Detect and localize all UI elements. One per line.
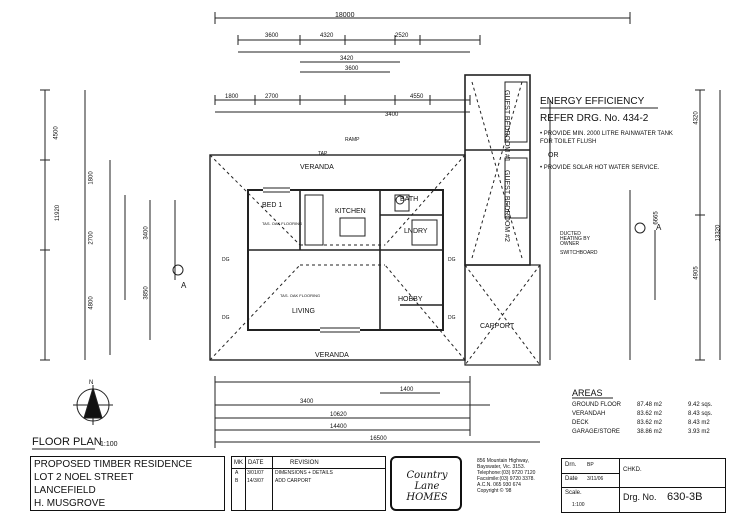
flooring-note: TAS. OAK FLOORING — [280, 293, 321, 298]
dim-left: 4500 — [53, 126, 60, 140]
room-label-living: LIVING — [292, 308, 315, 315]
dim-bottom: 16500 — [370, 436, 387, 442]
rev-mk: B — [235, 478, 239, 484]
section-mark-a-right: A — [656, 223, 662, 232]
area-m2: 83.62 m2 — [637, 420, 663, 426]
dim-top: 1800 — [225, 94, 239, 100]
area-sq: 9.42 sqs. — [688, 402, 713, 408]
room-label-bath: BATH — [400, 196, 419, 203]
rev-date: 3/01/07 — [247, 470, 264, 476]
scale-label: Scale. — [565, 490, 582, 496]
dim-top: 2520 — [395, 33, 409, 39]
project-line: LOT 2 NOEL STREET — [34, 472, 134, 483]
scale-value: 1:100 — [572, 502, 585, 508]
company-address: 856 Mountain Highway, Bayswater, Vic. 31… — [477, 458, 536, 494]
dim-bottom: 10620 — [330, 412, 347, 418]
energy-heading: ENERGY EFFICIENCY — [540, 96, 645, 107]
dim-top: 2700 — [265, 94, 279, 100]
dim-left: 11920 — [55, 204, 62, 222]
floor-plan-scale: 1:100 — [100, 441, 118, 448]
project-line: PROPOSED TIMBER RESIDENCE — [34, 459, 193, 470]
room-label-guest-bedroom-2: GUEST BEDROOM #2 — [503, 170, 510, 242]
ramp-label: RAMP — [345, 137, 360, 143]
energy-bullet-solar: • PROVIDE SOLAR HOT WATER SERVICE. — [540, 165, 660, 171]
area-name: VERANDAH — [572, 411, 606, 417]
area-m2: 83.62 m2 — [637, 411, 663, 417]
drn-value: BP — [587, 462, 594, 468]
area-name: GARAGE/STORE — [572, 429, 620, 435]
room-label-guest-bedroom-1: GUEST BEDROOM #1 — [503, 90, 510, 162]
dg-label: DG — [222, 315, 230, 321]
rev-text: ADD CARPORT — [275, 478, 312, 484]
rev-date: 14/3/07 — [247, 478, 264, 484]
room-label-laundry: LNDRY — [404, 228, 428, 235]
area-m2: 87.48 m2 — [637, 402, 663, 408]
flooring-note: TAS. OAK FLOORING — [262, 221, 303, 226]
dim-top-overall: 18000 — [335, 12, 355, 19]
dim-left: 2700 — [88, 231, 95, 245]
energy-refer: REFER DRG. No. 434-2 — [540, 113, 649, 124]
project-box: PROPOSED TIMBER RESIDENCE LOT 2 NOEL STR… — [30, 456, 225, 511]
drawing-number-label: Drg. No. — [623, 492, 657, 502]
tap-label: TAP — [318, 151, 328, 157]
dg-label: DG — [448, 257, 456, 263]
dim-left: 4800 — [88, 296, 95, 310]
dim-left: 3400 — [143, 226, 150, 240]
dg-label: DG — [222, 257, 230, 263]
room-label-carport: CARPORT — [480, 323, 515, 330]
dim-right: 4320 — [693, 111, 700, 125]
dim-left: 3850 — [143, 286, 150, 300]
project-line: H. MUSGROVE — [34, 498, 106, 509]
rev-header-date: DATE — [248, 460, 264, 466]
dim-top: 3600 — [345, 66, 359, 72]
area-sq: 3.93 m2 — [688, 429, 710, 435]
area-m2: 38.86 m2 — [637, 429, 663, 435]
area-sq: 8.43 sqs. — [688, 411, 713, 417]
room-label-hobby: HOBBY — [398, 296, 423, 303]
dim-left: 1800 — [88, 171, 95, 185]
dim-bottom: 1400 — [400, 387, 414, 393]
dim-bottom: 14400 — [330, 424, 347, 430]
project-line: LANCEFIELD — [34, 485, 96, 496]
floor-plan-title: FLOOR PLAN — [32, 436, 102, 448]
dim-top: 4550 — [410, 94, 424, 100]
dim-top: 3400 — [385, 112, 399, 118]
room-label-bed-1: BED 1 — [262, 202, 283, 209]
rev-text: DIMENSIONS + DETAILS — [275, 470, 333, 476]
dg-label: DG — [448, 315, 456, 321]
drn-label: Drn. — [565, 462, 577, 468]
ducted-heating-note: DUCTED HEATING BY OWNER — [560, 231, 590, 247]
logo-text: Country Lane HOMES — [406, 470, 448, 503]
area-sq: 8.43 m2 — [688, 420, 710, 426]
energy-bullet-rainwater: • PROVIDE MIN. 2000 LITRE RAINWATER TANK… — [540, 131, 673, 146]
section-mark-a-left: A — [181, 281, 187, 290]
area-name: GROUND FLOOR — [572, 402, 622, 408]
dim-top: 4320 — [320, 33, 334, 39]
areas-heading: AREAS — [572, 388, 603, 398]
rev-mk: A — [235, 470, 239, 476]
dim-right: 13320 — [715, 224, 722, 242]
rev-header-mk: MK — [234, 460, 243, 466]
dim-top: 3420 — [340, 56, 354, 62]
revision-table: MK DATE REVISION A 3/01/07 DIMENSIONS + … — [231, 456, 386, 511]
chkd-label: CHKD. — [623, 467, 642, 473]
energy-or: OR — [548, 152, 559, 159]
drawing-info-box: Drn. BP CHKD. Date 3/11/06 Scale. 1:100 … — [561, 458, 726, 513]
room-label-veranda-top: VERANDA — [300, 164, 334, 171]
drawing-number: 630-3B — [667, 491, 703, 503]
dim-top: 3600 — [265, 33, 279, 39]
north-label: N — [89, 380, 94, 386]
rev-header-revision: REVISION — [290, 460, 319, 466]
date-value: 3/11/06 — [587, 476, 604, 482]
area-name: DECK — [572, 420, 589, 426]
dim-bottom: 3400 — [300, 399, 314, 405]
company-logo: Country Lane HOMES — [390, 456, 462, 511]
room-label-kitchen: KITCHEN — [335, 208, 366, 215]
dim-right: 4905 — [693, 266, 700, 280]
switchboard-label: SWITCHBOARD — [560, 250, 598, 256]
date-label: Date — [565, 476, 578, 482]
room-label-veranda-bottom: VERANDA — [315, 352, 349, 359]
